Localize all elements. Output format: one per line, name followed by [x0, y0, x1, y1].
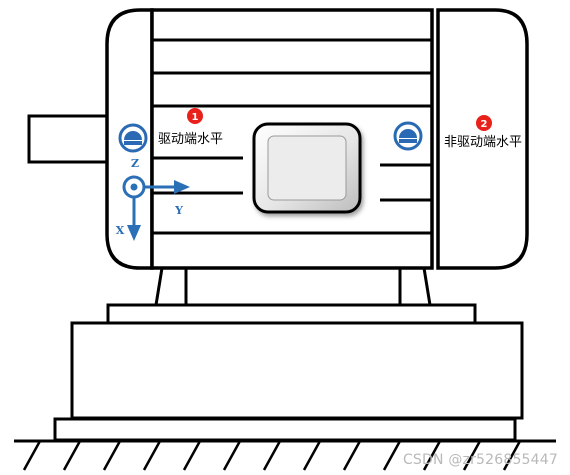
motor-foot-left	[154, 267, 188, 307]
drive-end-label: 驱动端水平	[158, 132, 223, 147]
watermark: CSDN @zr526855447	[402, 452, 558, 468]
non-drive-end-label: 非驱动端水平	[444, 135, 522, 150]
foundation-block	[70, 321, 524, 420]
axis-z-label: Z	[131, 157, 139, 170]
marker-2: 2	[476, 115, 492, 131]
junction-box	[252, 122, 362, 214]
motor-shaft	[27, 114, 113, 164]
axis-y-arrow-icon	[144, 180, 190, 194]
marker-1: 1	[187, 108, 203, 124]
base-plate	[53, 417, 517, 442]
sensor-non-drive-end-icon	[393, 121, 423, 151]
sensor-drive-end-icon	[118, 123, 148, 153]
svg-text:1: 1	[192, 112, 199, 123]
cooling-fins	[152, 38, 432, 235]
non-drive-end-cap	[436, 8, 529, 270]
axis-x-arrow-icon	[127, 197, 141, 241]
axis-x-label: X	[116, 224, 125, 237]
motor-foot-right	[398, 267, 432, 307]
mounting-plate	[106, 303, 477, 325]
svg-text:2: 2	[481, 119, 488, 130]
coordinate-axes: Z Y X	[116, 157, 190, 241]
axis-y-label: Y	[174, 204, 183, 217]
